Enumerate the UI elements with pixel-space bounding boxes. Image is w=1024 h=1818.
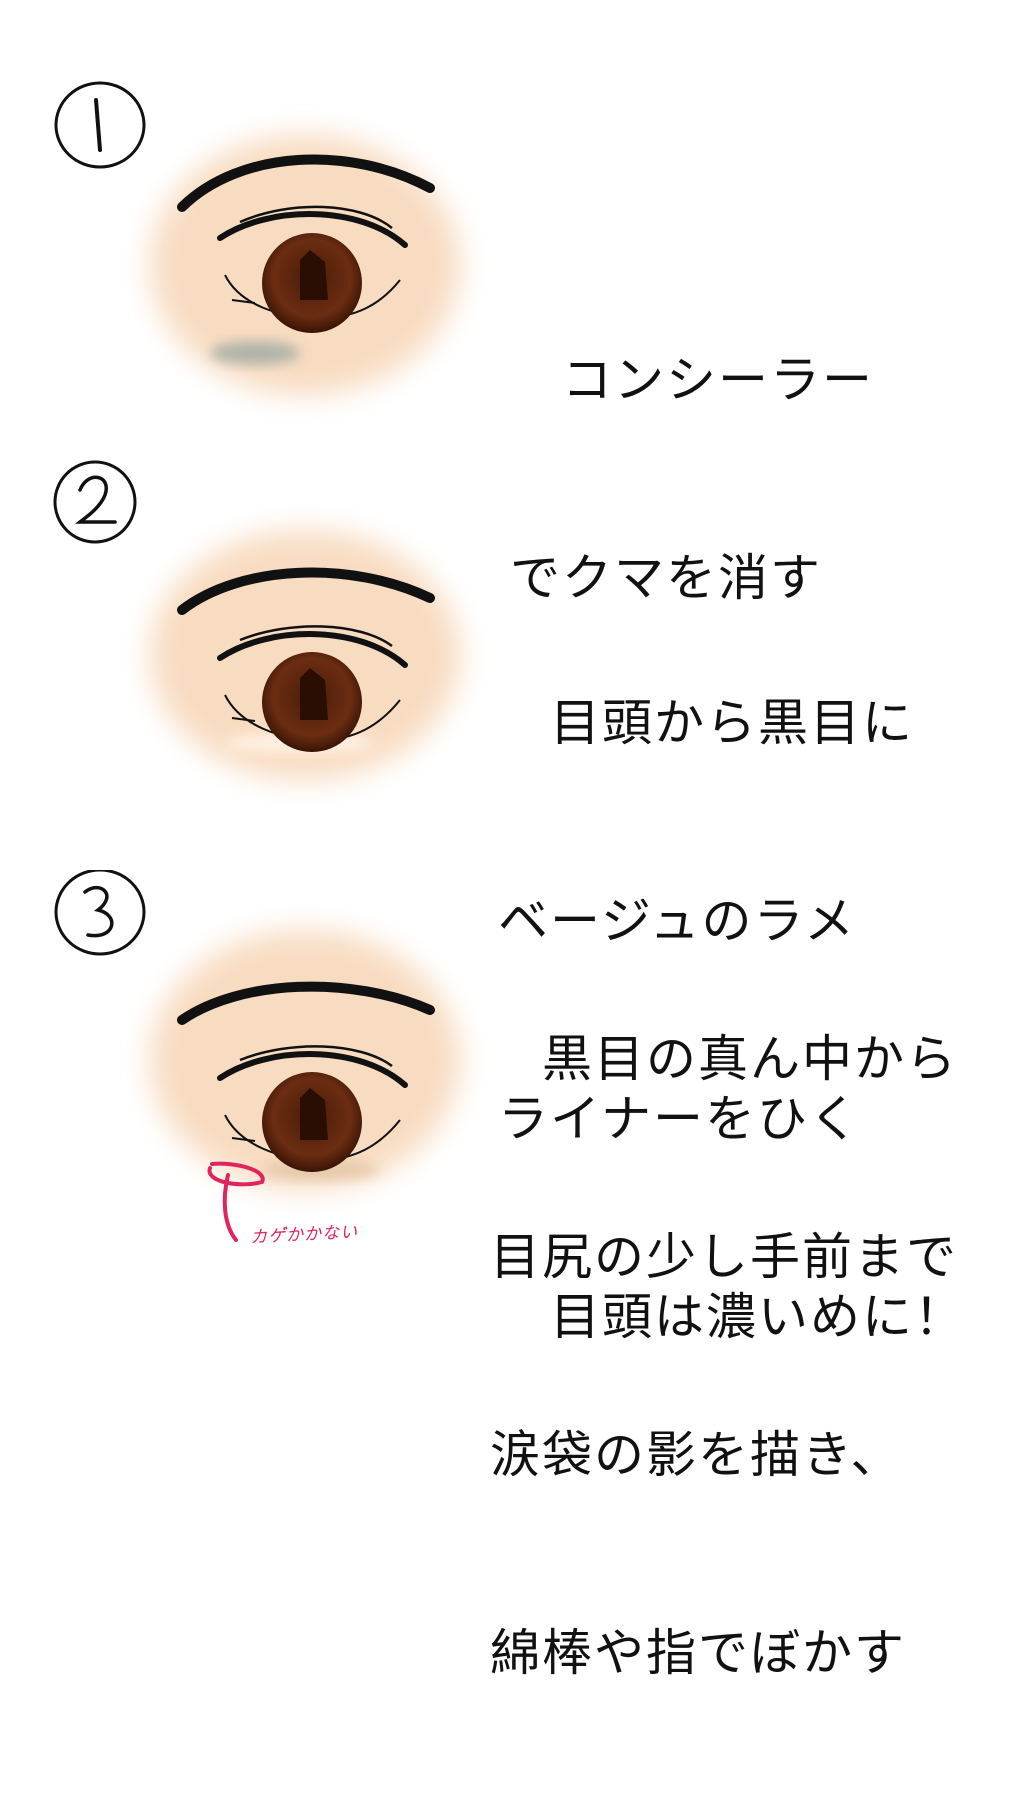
eye — [217, 625, 408, 752]
note-arrow-icon — [207, 1161, 265, 1242]
eye — [217, 1045, 408, 1172]
caption-line: ライナーをひく — [498, 1090, 861, 1148]
step-3-caption: 黒目の真ん中から 目尻の少し手前まで 涙袋の影を描き、 綿棒や指でぼかす — [490, 894, 958, 1818]
caption-line: 目頭は濃いめに！ — [498, 1288, 966, 1346]
step-2: 目頭から黒目に ベージュのラメ ライナーをひく 目頭は濃いめに！ — [0, 440, 1024, 1346]
caption-line: 黒目の真ん中から — [490, 1030, 958, 1088]
caption-line: コンシーラー — [510, 351, 874, 409]
step-1: コンシーラー でクマを消す — [0, 0, 1024, 607]
step-number-1-icon — [54, 81, 146, 169]
eyebrow — [177, 567, 435, 615]
dark-circle-shadow — [210, 341, 300, 365]
step-3-illustration — [54, 870, 460, 1242]
step-1-illustration — [54, 81, 460, 395]
caption-line: ベージュのラメ — [498, 892, 856, 950]
step-2-illustration — [53, 460, 460, 780]
caption-line: 目頭から黒目に — [498, 694, 914, 752]
caption-line: 涙袋の影を描き、 — [490, 1426, 903, 1484]
eye — [217, 205, 408, 333]
eyebrow — [177, 981, 435, 1025]
caption-line: 目尻の少し手前まで — [490, 1228, 958, 1286]
caption-line: 綿棒や指でぼかす — [490, 1624, 906, 1682]
step-2-caption: 目頭から黒目に ベージュのラメ ライナーをひく 目頭は濃いめに！ — [498, 558, 966, 1482]
caption-line: でクマを消す — [510, 549, 822, 607]
step-number-3-icon — [54, 870, 146, 956]
step-3: カゲ゙かかない 黒目の真ん中から 目尻の少し手前まで 涙袋の影を描き、 綿棒や指… — [0, 870, 1024, 1682]
step-1-caption: コンシーラー でクマを消す — [510, 215, 874, 743]
eyebrow — [177, 154, 435, 212]
step-number-2-icon — [53, 460, 137, 544]
